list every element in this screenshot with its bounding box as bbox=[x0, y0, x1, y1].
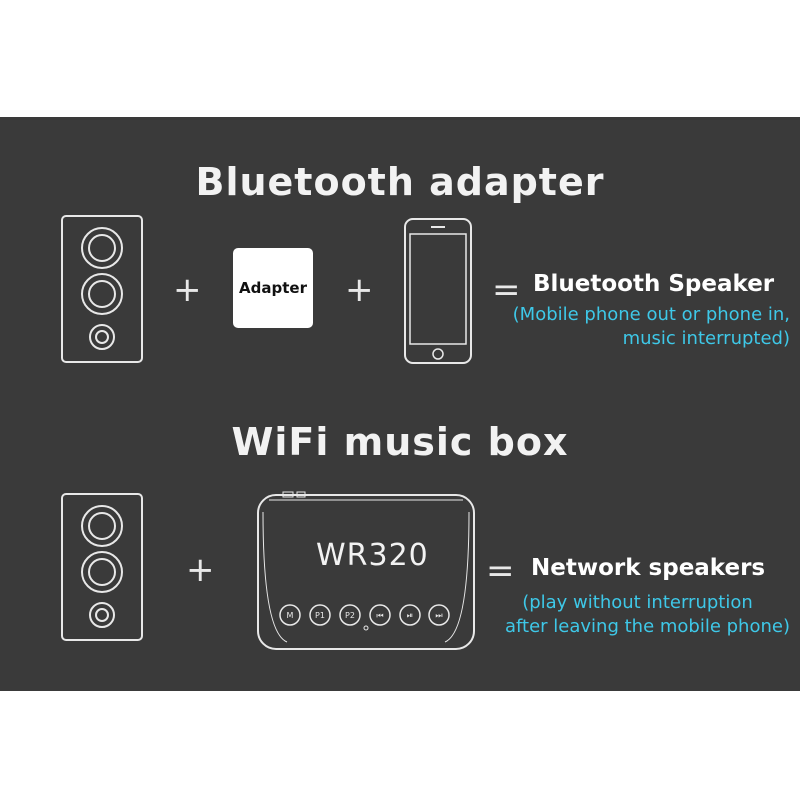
wifi-note-line2: after leaving the mobile phone) bbox=[504, 616, 790, 637]
device-button-label: P2 bbox=[345, 611, 355, 620]
device-button-play-pause: ⏯ bbox=[399, 604, 421, 626]
wr320-device-icon bbox=[257, 491, 475, 650]
plus-sign: + bbox=[186, 550, 215, 590]
speaker-icon bbox=[61, 493, 143, 641]
device-button-p2: P2 bbox=[339, 604, 361, 626]
equals-sign: = bbox=[486, 551, 515, 591]
device-button-p1: P1 bbox=[309, 604, 331, 626]
wifi-result: Network speakers bbox=[531, 555, 766, 581]
phone-icon bbox=[404, 218, 472, 364]
bluetooth-result: Bluetooth Speaker bbox=[533, 271, 775, 297]
bluetooth-note-line2: music interrupted) bbox=[622, 328, 790, 349]
device-button-next: ⏭ bbox=[428, 604, 450, 626]
equals-sign: = bbox=[492, 270, 521, 310]
bluetooth-title: Bluetooth adapter bbox=[195, 160, 605, 204]
device-button-prev: ⏮ bbox=[369, 604, 391, 626]
wifi-note-line1: (play without interruption bbox=[522, 592, 753, 613]
wifi-note: (play without interruption after leaving… bbox=[505, 591, 790, 639]
device-button-label: ⏭ bbox=[435, 611, 442, 620]
device-button-m: M bbox=[279, 604, 301, 626]
device-model-label: WR320 bbox=[316, 538, 429, 573]
bluetooth-note-line1: (Mobile phone out or phone in, bbox=[512, 304, 790, 325]
adapter-label: Adapter bbox=[239, 279, 307, 297]
device-button-label: ⏯ bbox=[407, 611, 413, 620]
speaker-icon bbox=[61, 215, 143, 363]
device-button-label: P1 bbox=[315, 611, 325, 620]
device-button-row: M P1 P2 ⏮ ⏯ ⏭ bbox=[279, 604, 450, 626]
adapter-box: Adapter bbox=[233, 248, 313, 328]
plus-sign: + bbox=[345, 270, 374, 310]
plus-sign: + bbox=[173, 270, 202, 310]
bluetooth-note: (Mobile phone out or phone in, music int… bbox=[513, 303, 790, 351]
device-button-label: M bbox=[287, 611, 294, 620]
wifi-title: WiFi music box bbox=[231, 420, 569, 464]
device-button-label: ⏮ bbox=[376, 611, 383, 620]
diagram-panel: Bluetooth adapter + Adapter + = Bluetoot… bbox=[0, 117, 800, 691]
